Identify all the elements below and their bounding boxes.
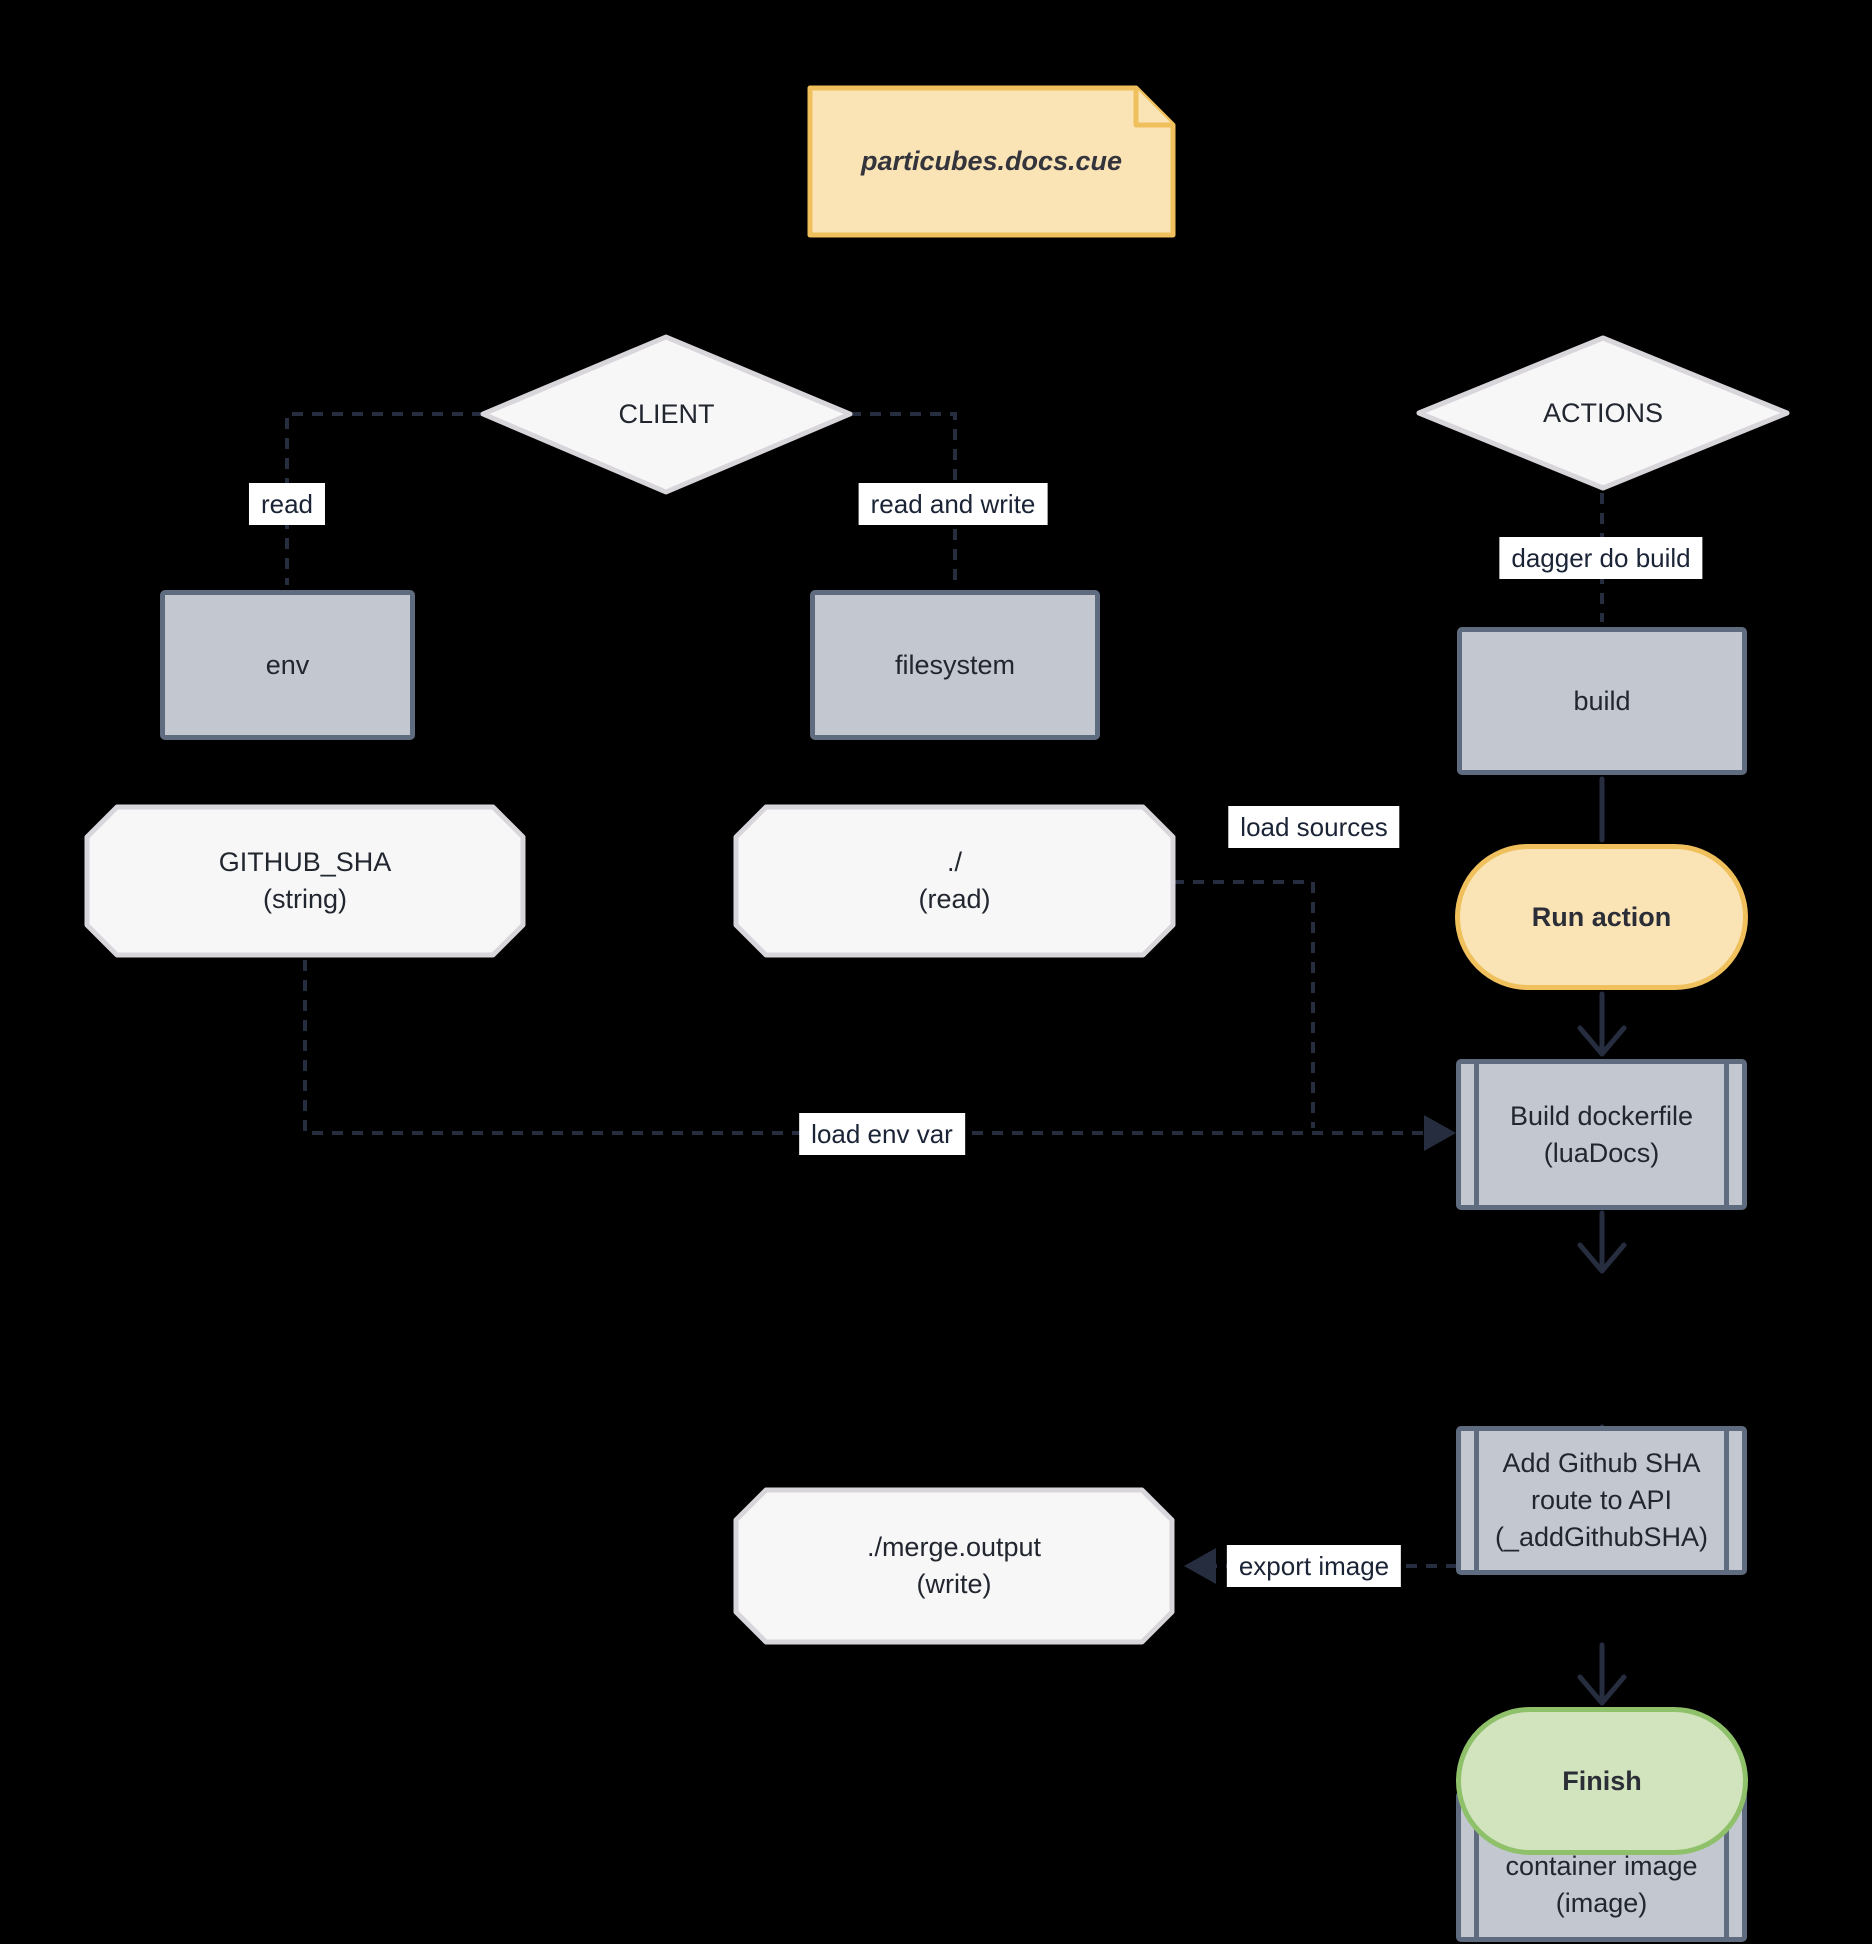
edge-client-filesystem [850, 412, 957, 585]
edge-label-load-env-var: load env var [799, 1113, 965, 1155]
arrowhead-export-image [1184, 1548, 1216, 1584]
node-build: build [1457, 627, 1747, 775]
edge-label-dagger-do-build: dagger do build [1499, 537, 1703, 579]
build-label: build [1573, 685, 1631, 716]
arrowhead-dockerfile-addsha [1577, 1242, 1627, 1274]
edge-label-read: read [248, 483, 326, 525]
edge-label-read-and-write: read and write [858, 483, 1048, 525]
node-filesystem: filesystem [810, 590, 1100, 740]
add-github-sha-line2: route to API [1530, 1485, 1673, 1515]
filesystem-label: filesystem [894, 649, 1016, 680]
actions-diamond [1416, 335, 1790, 491]
edge-load-env-var [303, 960, 1426, 1135]
arrowhead-runaction-dockerfile [1577, 1025, 1627, 1057]
edge-client-env [285, 412, 483, 585]
compute-image-line2: container image [1505, 1851, 1698, 1881]
workdir-read-octagon [733, 804, 1176, 958]
node-finish: Finish [1456, 1707, 1748, 1855]
edge-load-sources [1173, 880, 1315, 1128]
finish-label: Finish [1562, 1765, 1642, 1796]
note-fold-icon [1133, 88, 1173, 128]
compute-image-line3: (image) [1555, 1888, 1648, 1918]
github-sha-octagon [84, 804, 526, 958]
edge-label-export-image: export image [1226, 1545, 1402, 1587]
node-build-dockerfile: Build dockerfile (luaDocs) [1456, 1059, 1747, 1210]
note-shape [807, 85, 1176, 238]
node-env: env [160, 590, 415, 740]
edge-label-load-sources: load sources [1228, 806, 1400, 848]
arrowhead-compute-finish [1577, 1674, 1627, 1706]
env-label: env [265, 649, 310, 680]
add-github-sha-line3: (_addGithubSHA) [1494, 1522, 1709, 1552]
node-add-github-sha: Add Github SHA route to API (_addGithubS… [1456, 1426, 1747, 1575]
build-dockerfile-line1: Build dockerfile [1509, 1100, 1694, 1131]
node-run-action: Run action [1455, 844, 1748, 990]
add-github-sha-line1: Add Github SHA [1502, 1448, 1701, 1478]
run-action-label: Run action [1531, 901, 1672, 932]
arrowhead-load-env-var [1424, 1115, 1456, 1151]
merge-output-octagon [733, 1487, 1175, 1645]
client-diamond [480, 334, 853, 495]
build-dockerfile-line2: (luaDocs) [1543, 1137, 1660, 1168]
